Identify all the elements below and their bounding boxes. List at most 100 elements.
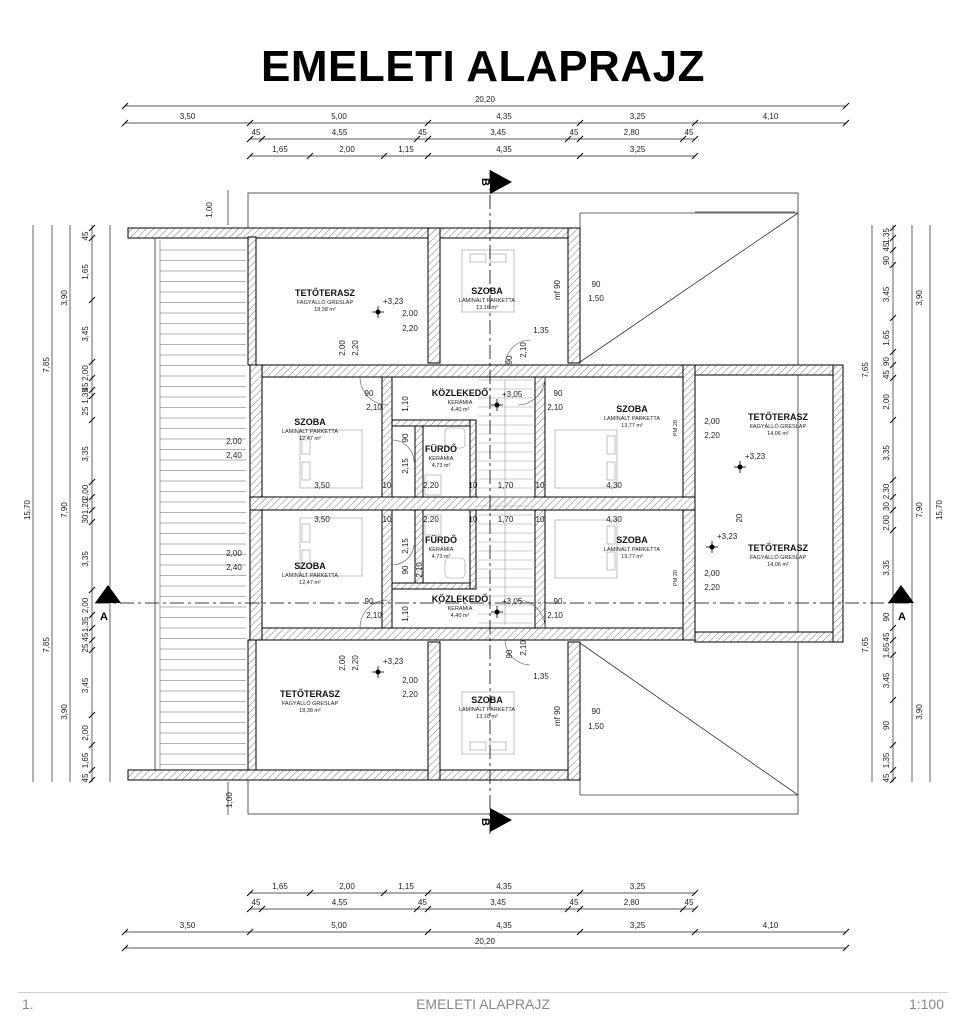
furniture (299, 249, 618, 755)
level-markers: +3,23+3,23+3,23+3,23+3,05+3,05 (372, 297, 766, 678)
dim-right-765-a: 7,65 (861, 362, 870, 378)
dim-tick (88, 392, 96, 400)
door-height: 2,15 (401, 538, 410, 554)
top-dimensions (125, 105, 846, 157)
walls (127, 227, 844, 781)
door-height: 2,10 (366, 611, 382, 620)
bottom-dimension-ticks (121, 944, 850, 952)
room-name: SZOBA (294, 417, 326, 427)
dim-label: 1,65 (882, 330, 891, 346)
dim-label: 25 (81, 406, 90, 415)
dim-tick (889, 766, 897, 774)
room-area: 13,77 m² (621, 423, 643, 429)
dim-label: 45 (252, 128, 261, 137)
mid-dim: 4,30 (606, 481, 622, 490)
dim-tick (88, 296, 96, 304)
mid-dim: 2,20 (423, 481, 439, 490)
dim-tick (88, 358, 96, 366)
room-area: 4,40 m² (451, 407, 470, 413)
section-b-top: B (479, 178, 491, 186)
dim-label: 2,00 (81, 365, 90, 381)
room-area: 13,16 m² (476, 305, 498, 311)
dim-tick (889, 416, 897, 424)
dim-label: 30 (882, 502, 891, 511)
opening-dim: 1,35 (533, 672, 549, 681)
dim-tick (889, 348, 897, 356)
dim-tick (576, 135, 584, 143)
level-marker: +3,23 (734, 452, 766, 473)
dim-label: 45 (570, 898, 579, 907)
room-area: 18,38 m² (314, 307, 336, 313)
footer-number: 1. (22, 996, 34, 1012)
dim-tick (246, 889, 254, 897)
room-finish: LAMINÁLT PARKETTA (604, 546, 660, 553)
opening-height: 2,40 (226, 563, 242, 572)
door-width: 90 (505, 355, 514, 364)
dim-tick (88, 611, 96, 619)
dim-tick (889, 314, 897, 322)
dim-tick (88, 711, 96, 719)
dim-tick (842, 102, 850, 110)
opening-width: 2,00 (338, 655, 347, 671)
dim-tick (576, 928, 584, 936)
opening-dim: 1,35 (533, 326, 549, 335)
room-finish: KERÁMIA (448, 399, 473, 406)
dim-label: 2,00 (81, 725, 90, 741)
dim-left-390-a: 3,90 (60, 290, 69, 306)
dim-label: 1,15 (398, 882, 414, 891)
dim-label: 25 (81, 643, 90, 652)
door-height: 2,15 (401, 458, 410, 474)
dim-tick (88, 478, 96, 486)
room-finish: FAGYÁLLÓ GRESLAP (297, 299, 354, 306)
room-name: SZOBA (471, 695, 503, 705)
dim-label: 90 (882, 721, 891, 730)
dim-tick (842, 944, 850, 952)
dim-tick (88, 386, 96, 394)
footer-rule (18, 992, 948, 993)
dim-label: 45 (882, 370, 891, 379)
section-b-bottom: B (479, 818, 491, 826)
dim-bottom-total: 20,20 (475, 937, 496, 946)
level-value: +3,23 (745, 452, 766, 461)
door-width: 90 (401, 433, 410, 442)
dim-tick (258, 135, 266, 143)
door-dim: 1,10 (401, 396, 410, 412)
dim-label: 4,35 (496, 145, 512, 154)
room-name: KÖZLEKEDŐ (432, 593, 489, 604)
dim-tick (121, 928, 129, 936)
dim-right-765-b: 7,65 (861, 637, 870, 653)
dim-tick (88, 646, 96, 654)
level-marker: +3,05 (491, 390, 523, 411)
level-value: +3,23 (717, 532, 738, 541)
drawing-title: EMELETI ALAPRAJZ (261, 42, 705, 91)
room-name: SZOBA (616, 535, 648, 545)
dim-tick (380, 152, 388, 160)
door-height: 2,10 (415, 562, 424, 578)
door-dim: 1,10 (401, 606, 410, 622)
dim-tick (246, 152, 254, 160)
mid-dim: 1,70 (498, 481, 514, 490)
opening-width: 2,00 (704, 417, 720, 426)
dim-tick (306, 889, 314, 897)
dim-label: 3,25 (630, 112, 646, 121)
dim-label: 45 (81, 231, 90, 240)
dim-label: 45 (252, 898, 261, 907)
dim-tick (88, 586, 96, 594)
footer-name: EMELETI ALAPRAJZ (416, 996, 550, 1012)
dim-tick (889, 506, 897, 514)
dim-left-785-b: 7,85 (42, 637, 51, 653)
dim-tick (88, 374, 96, 382)
dim-label: 45 (882, 242, 891, 251)
level-value: +3,05 (502, 597, 523, 606)
mid-dim: 3,50 (314, 515, 330, 524)
dim-label: 4,10 (763, 112, 779, 121)
dim-tick (380, 889, 388, 897)
pm-label: PM 20 (673, 570, 679, 586)
room-area: 12,47 m² (299, 580, 321, 586)
dim-label: 45 (685, 898, 694, 907)
